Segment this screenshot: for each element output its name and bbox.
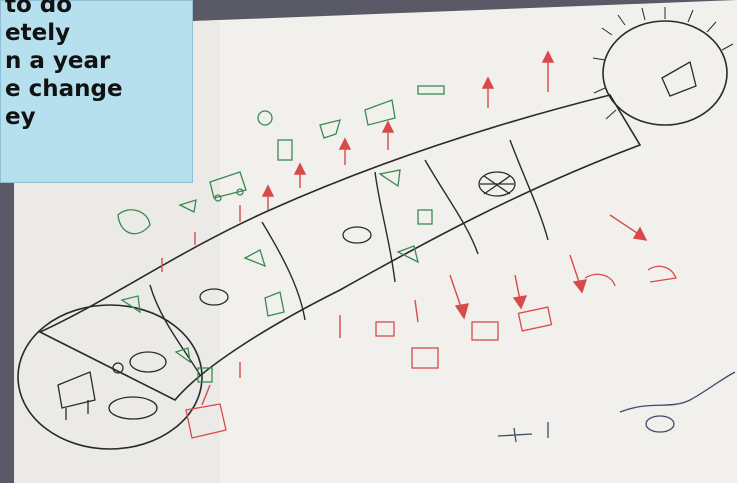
caption-overlay: to do etely n a year e change ey bbox=[0, 0, 193, 183]
caption-line-4: e change bbox=[5, 75, 192, 103]
caption-line-2: etely bbox=[5, 19, 192, 47]
caption-line-5: ey bbox=[5, 103, 192, 131]
caption-line-1: to do bbox=[5, 0, 192, 19]
caption-line-3: n a year bbox=[5, 47, 192, 75]
